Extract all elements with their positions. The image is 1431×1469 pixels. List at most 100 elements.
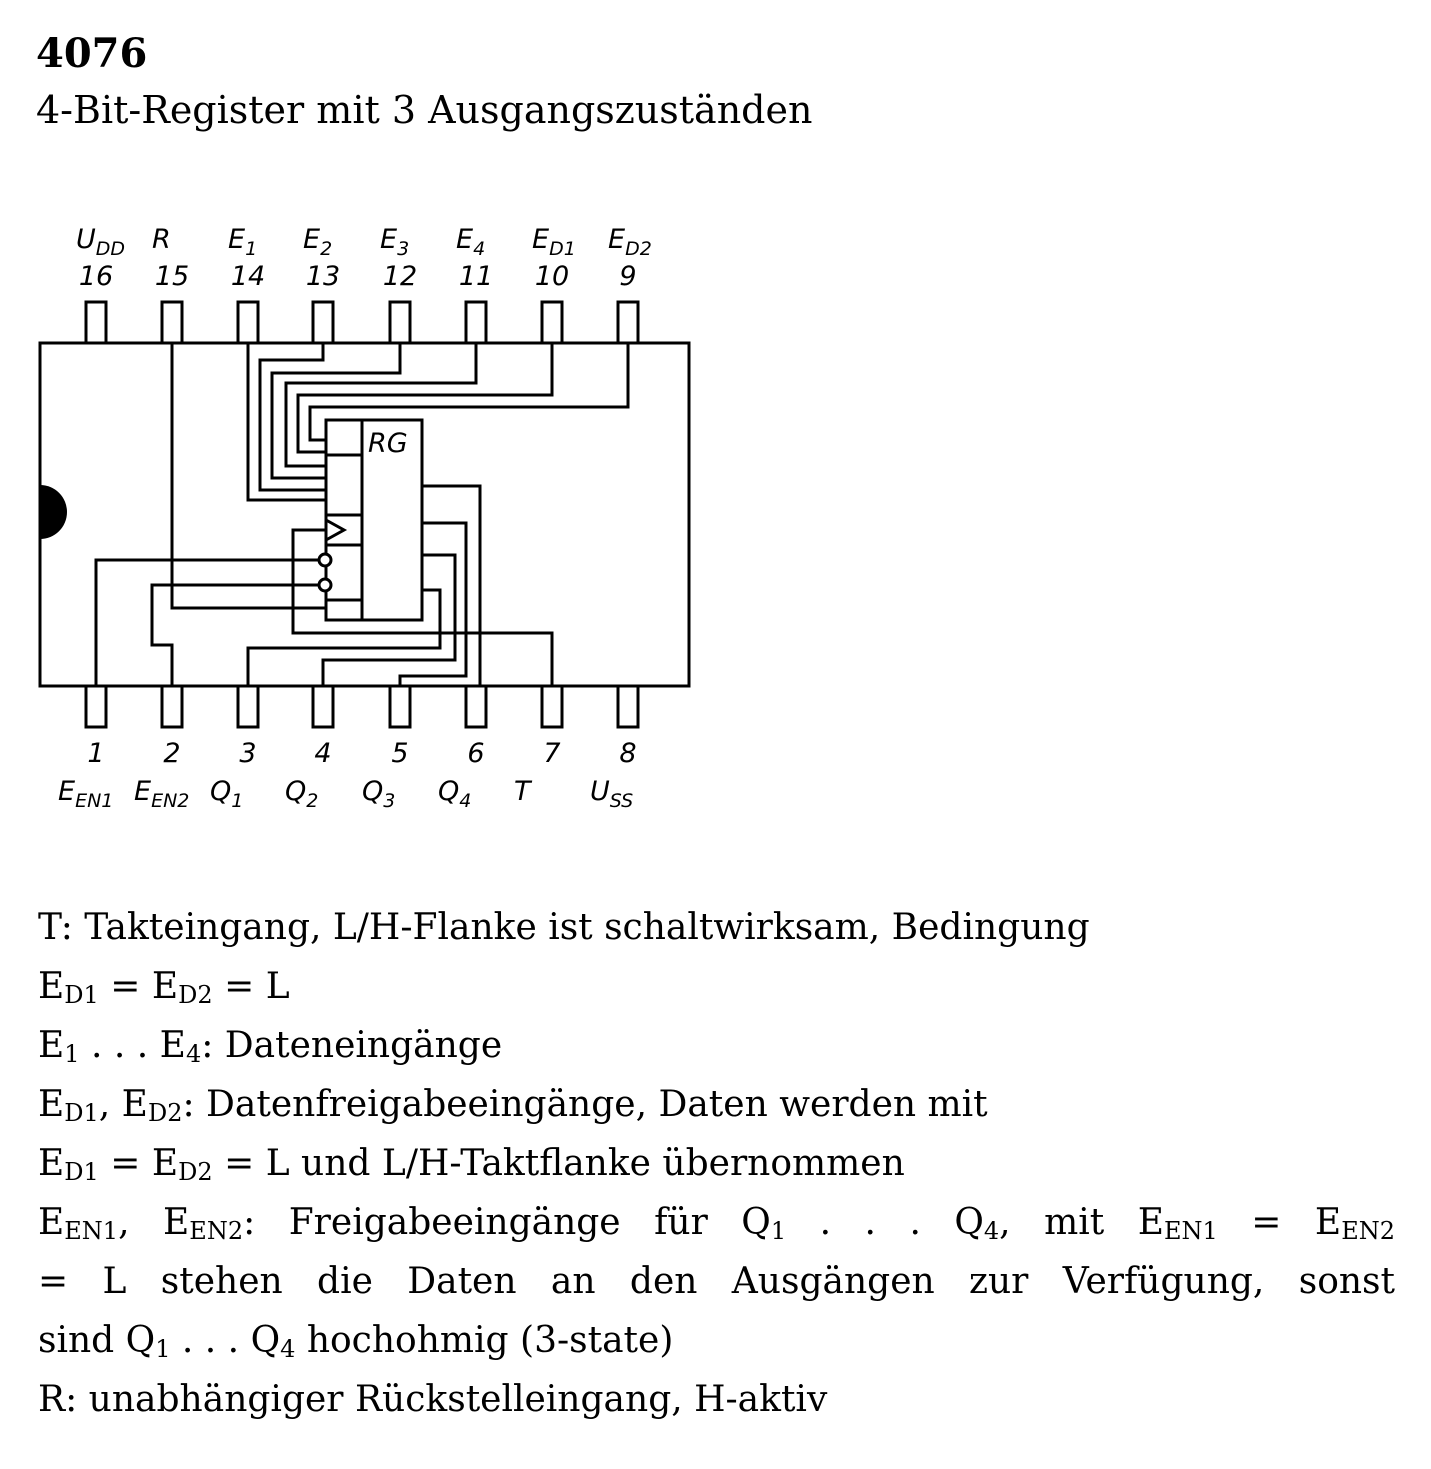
- pin-12: [388, 300, 412, 345]
- pin-name: Q2: [285, 776, 318, 812]
- subscript: D2: [178, 981, 213, 1009]
- pin-number: 4: [314, 738, 331, 769]
- pin-10: [540, 300, 564, 345]
- text-segment: = E: [98, 966, 179, 1007]
- text-segment: , E: [118, 1202, 190, 1243]
- pin-13: [311, 300, 335, 345]
- text-segment: = E: [98, 1143, 179, 1184]
- text-segment: , E: [98, 1084, 148, 1125]
- subscript: EN2: [1341, 1217, 1395, 1245]
- pin-7: [540, 684, 564, 729]
- text-segment: R: unabhängiger Rückstelleingang, H-akti…: [38, 1379, 828, 1420]
- pin-9: [616, 300, 640, 345]
- pin-1: [84, 684, 108, 729]
- description-line: E1 . . . E4: Dateneingänge: [38, 1016, 1395, 1075]
- subscript: 1: [155, 1335, 171, 1363]
- pin-6: [464, 684, 488, 729]
- part-title: 4-Bit-Register mit 3 Ausgangszuständen: [36, 88, 813, 132]
- pin-4: [311, 684, 335, 729]
- description-line: sind Q1 . . . Q4 hochohmig (3-state): [38, 1311, 1395, 1370]
- text-segment: E: [38, 1202, 65, 1243]
- text-segment: . . . Q: [170, 1320, 281, 1361]
- inverter-bubble-en2: [317, 577, 333, 593]
- control-block: [324, 418, 364, 622]
- text-segment: . . . E: [79, 1025, 186, 1066]
- subscript: EN1: [64, 1217, 119, 1245]
- description-line: = L stehen die Daten an den Ausgängen zu…: [38, 1252, 1395, 1311]
- pin1-notch-icon: [40, 485, 67, 539]
- text-segment: E: [38, 966, 65, 1007]
- pin-5: [388, 684, 412, 729]
- inverter-bubble-en1: [317, 552, 333, 568]
- text-segment: , mit E: [999, 1202, 1164, 1243]
- description-line: ED1, ED2: Datenfreigabeeingänge, Daten w…: [38, 1075, 1395, 1134]
- pin-name: E4: [456, 224, 485, 260]
- pin-name: Q3: [362, 776, 395, 812]
- text-segment: E: [38, 1084, 65, 1125]
- description-line: R: unabhängiger Rückstelleingang, H-akti…: [38, 1370, 1395, 1429]
- pin-number: 12: [383, 261, 417, 292]
- subscript: 1: [64, 1040, 80, 1068]
- pin-name: E3: [380, 224, 409, 260]
- pin-name: EEN1: [58, 776, 113, 812]
- text-segment: sind Q: [38, 1320, 156, 1361]
- subscript: D2: [178, 1158, 213, 1186]
- subscript: EN2: [189, 1217, 244, 1245]
- text-segment: T: Takteingang, L/H-Flanke ist schaltwir…: [38, 907, 1090, 948]
- subscript: 4: [280, 1335, 296, 1363]
- pin-name: UDD: [76, 224, 125, 260]
- pin-14: [236, 300, 260, 345]
- text-segment: = L stehen die Daten an den Ausgängen zu…: [38, 1261, 1395, 1302]
- pin-number: 8: [619, 738, 636, 769]
- pin-15: [160, 300, 184, 345]
- pin-name: R: [152, 224, 171, 255]
- pin-description: T: Takteingang, L/H-Flanke ist schaltwir…: [38, 898, 1395, 1429]
- text-segment: E: [38, 1025, 65, 1066]
- pin-number: 9: [619, 261, 636, 292]
- pin-number: 6: [467, 738, 484, 769]
- subscript: D2: [147, 1099, 183, 1127]
- subscript: 4: [185, 1040, 202, 1068]
- subscript: D1: [64, 981, 99, 1009]
- pin-number: 7: [543, 738, 560, 769]
- pin-name: E2: [303, 224, 332, 260]
- part-number: 4076: [36, 30, 148, 77]
- pin-number: 2: [163, 738, 180, 769]
- pin-11: [464, 300, 488, 345]
- pin-name: ED2: [608, 224, 652, 260]
- pinout-diagram: RG 16UDD15R14E113E212E311E410ED19ED21EEN…: [38, 224, 691, 812]
- subscript: EN1: [1163, 1217, 1218, 1245]
- text-segment: = L: [212, 966, 290, 1007]
- pin-name: T: [514, 776, 533, 807]
- description-line: ED1 = ED2 = L und L/H-Taktflanke übernom…: [38, 1134, 1395, 1193]
- pin-number: 11: [459, 261, 493, 292]
- pin-number: 16: [79, 261, 113, 292]
- pin-number: 13: [306, 261, 340, 292]
- register-block: [360, 418, 424, 622]
- text-segment: = E: [1217, 1202, 1342, 1243]
- clock-triangle-icon: [325, 518, 348, 542]
- text-segment: : Freigabeeingänge für Q: [243, 1202, 771, 1243]
- pin-name: Q4: [438, 776, 471, 812]
- text-segment: : Dateneingänge: [201, 1025, 503, 1066]
- pin-number: 5: [391, 738, 408, 769]
- pin-name: EEN2: [134, 776, 189, 812]
- pin-number: 1: [87, 738, 104, 769]
- pin-name: E1: [228, 224, 257, 260]
- pin-8: [616, 684, 640, 729]
- pin-16: [84, 300, 108, 345]
- pin-number: 3: [239, 738, 256, 769]
- pin-number: 15: [155, 261, 189, 292]
- text-segment: = L und L/H-Taktflanke übernommen: [212, 1143, 905, 1184]
- subscript: 1: [770, 1217, 787, 1245]
- pin-name: Q1: [210, 776, 243, 812]
- subscript: D1: [64, 1099, 99, 1127]
- pin-2: [160, 684, 184, 729]
- text-segment: hochohmig (3-state): [295, 1320, 674, 1361]
- text-segment: E: [38, 1143, 65, 1184]
- subscript: 4: [983, 1217, 1000, 1245]
- pin-number: 14: [231, 261, 265, 292]
- text-segment: : Datenfreigabeeingänge, Daten werden mi…: [182, 1084, 988, 1125]
- text-segment: . . . Q: [786, 1202, 984, 1243]
